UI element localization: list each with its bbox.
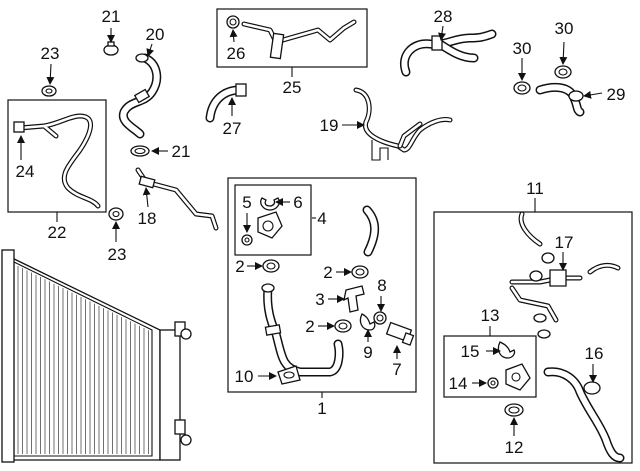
tee-17 xyxy=(509,252,621,287)
hose-lower-1 xyxy=(261,283,344,377)
callout-1: 1 xyxy=(317,399,326,418)
callout-11: 11 xyxy=(526,179,544,198)
callout-6: 6 xyxy=(293,193,302,212)
callout-7: 7 xyxy=(392,360,401,379)
callout-2-c: 2 xyxy=(305,317,314,336)
clamp-2-c xyxy=(334,319,352,333)
callout-14: 14 xyxy=(449,374,468,393)
callout-23-bottom: 23 xyxy=(108,245,127,264)
group-box-22 xyxy=(7,99,107,213)
callout-22: 22 xyxy=(48,223,67,242)
callout-17: 17 xyxy=(555,233,574,252)
hose-27 xyxy=(205,83,247,123)
callout-9: 9 xyxy=(363,343,372,362)
clamp-30-left xyxy=(513,81,531,95)
hose-28 xyxy=(400,29,497,77)
callout-21-top: 21 xyxy=(102,7,121,26)
callout-30-right: 30 xyxy=(555,19,574,38)
clamp-12 xyxy=(504,403,524,417)
flange-13 xyxy=(505,363,531,391)
hose-19 xyxy=(353,87,453,161)
callout-26: 26 xyxy=(227,44,246,63)
hose-24 xyxy=(13,113,101,209)
callout-20: 20 xyxy=(146,25,165,44)
clamp-21-top xyxy=(103,41,119,56)
hose-20 xyxy=(118,53,162,139)
group-box-11 xyxy=(433,211,633,464)
clamp-10 xyxy=(277,365,301,385)
callout-2-a: 2 xyxy=(235,257,244,276)
callout-8: 8 xyxy=(377,276,386,295)
callout-28: 28 xyxy=(434,7,453,26)
pipe-18 xyxy=(135,167,219,231)
clamp-2-b xyxy=(351,265,369,279)
callout-25: 25 xyxy=(283,78,302,97)
callout-13: 13 xyxy=(481,306,500,325)
clamp-21-mid xyxy=(130,145,150,157)
callout-5: 5 xyxy=(242,193,251,212)
pipe-lower-11 xyxy=(509,285,559,339)
pipe-25 xyxy=(241,19,357,60)
sensor-7 xyxy=(385,321,415,346)
callout-29: 29 xyxy=(607,85,626,104)
callout-2-b: 2 xyxy=(323,263,332,282)
leader-lines xyxy=(17,25,603,436)
hose-29 xyxy=(535,82,585,117)
hose-11 xyxy=(518,211,543,247)
callout-24: 24 xyxy=(16,162,35,181)
hose-upper-1 xyxy=(362,205,380,257)
callout-10: 10 xyxy=(235,367,254,386)
o-ring-8 xyxy=(373,311,387,325)
hose-16 xyxy=(543,367,625,463)
flange-6 xyxy=(257,197,283,239)
group-box-4 xyxy=(234,184,312,256)
connector-3 xyxy=(343,285,365,313)
callout-3: 3 xyxy=(315,290,324,309)
callout-21-mid: 21 xyxy=(172,142,191,161)
clamp-30-right xyxy=(554,65,572,79)
callout-19: 19 xyxy=(320,116,339,135)
seal-14 xyxy=(487,377,499,389)
callout-23-top: 23 xyxy=(41,44,60,63)
callout-16: 16 xyxy=(585,344,604,363)
callout-4: 4 xyxy=(317,209,326,228)
clamp-23-bottom xyxy=(108,207,124,221)
radiator xyxy=(1,249,192,463)
seal-5 xyxy=(241,234,253,246)
clip-9 xyxy=(359,313,376,331)
o-ring-26 xyxy=(226,15,240,29)
callout-18: 18 xyxy=(138,209,157,228)
callout-12: 12 xyxy=(505,438,524,457)
callouts: 21 20 23 21 24 18 22 23 26 25 27 28 19 3… xyxy=(16,7,626,457)
callout-30-left: 30 xyxy=(513,39,532,58)
clip-15 xyxy=(497,341,516,359)
clamp-23-top xyxy=(41,85,57,97)
clamp-2-a xyxy=(262,259,280,273)
callout-15: 15 xyxy=(461,342,480,361)
callout-27: 27 xyxy=(223,119,242,138)
